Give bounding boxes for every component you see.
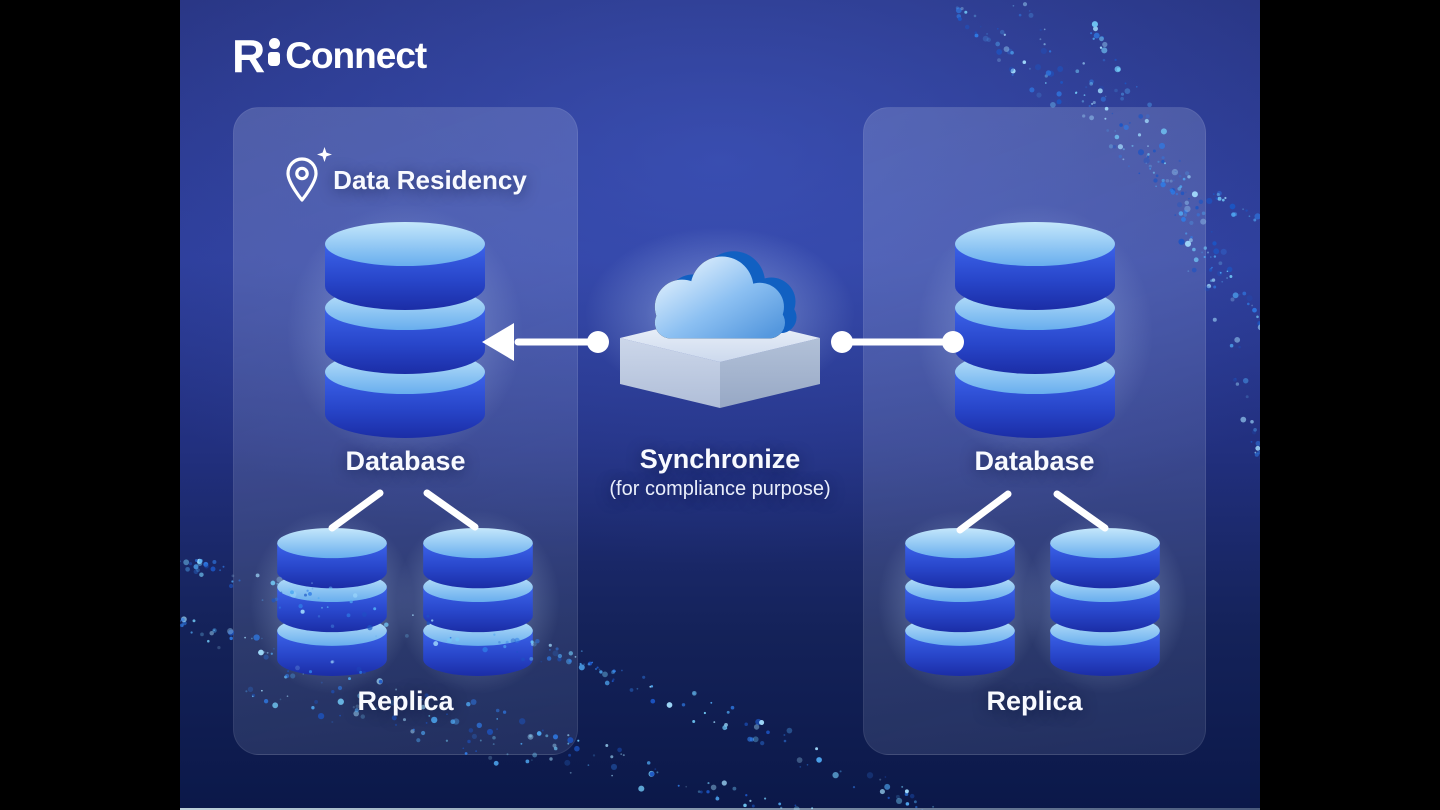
- logo: R Connect: [232, 30, 427, 82]
- right-region-panel: [863, 107, 1206, 755]
- heading-label: Data Residency: [333, 164, 527, 195]
- database-label-right: Database: [974, 446, 1095, 476]
- bottom-edge-highlight: [180, 808, 1260, 810]
- sync-title: Synchronize: [639, 444, 801, 474]
- logo-wordmark: Connect: [285, 35, 427, 76]
- sync-caption: Synchronize (for compliance purpose): [570, 444, 870, 501]
- location-pin-icon: [286, 157, 318, 202]
- pin-icon-wrap: [284, 147, 333, 204]
- diagram-canvas: R Connect Data Residency Database Data: [180, 0, 1260, 810]
- cloud-icon: [655, 251, 797, 338]
- sync-platform: [620, 314, 820, 408]
- replica-label-left: Replica: [357, 686, 454, 716]
- logo-body: [268, 52, 281, 66]
- sync-subtitle: (for compliance purpose): [609, 478, 831, 500]
- data-residency-heading: Data Residency: [233, 147, 578, 208]
- database-label-left: Database: [345, 446, 466, 476]
- logo-dot: [268, 38, 280, 49]
- logo-person-icon: [268, 38, 281, 66]
- sparkle-icon: [317, 147, 333, 162]
- logo-letter-r: R: [232, 30, 265, 82]
- replica-label-right: Replica: [986, 686, 1083, 716]
